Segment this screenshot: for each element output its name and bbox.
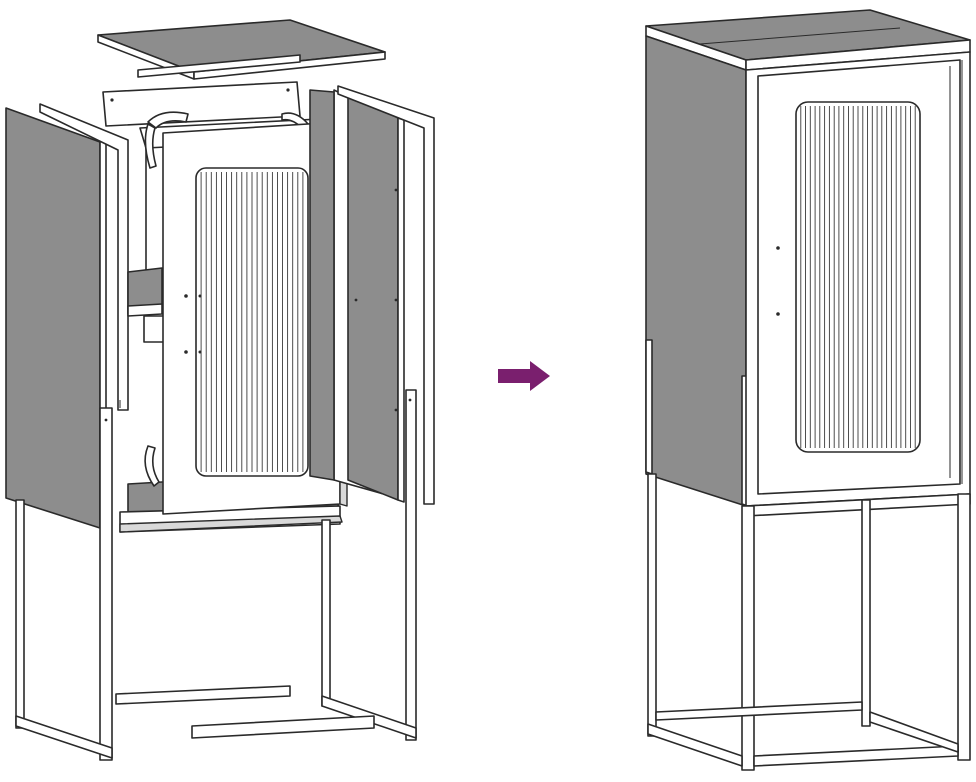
exploded-glass-ribs bbox=[200, 172, 304, 472]
assembly-arrow bbox=[498, 361, 550, 391]
assembled-glass-ribs bbox=[800, 106, 916, 448]
assembled-leg-frame bbox=[647, 473, 971, 771]
assembled-left-side bbox=[645, 35, 749, 507]
assembled-view bbox=[645, 9, 971, 771]
assembled-door bbox=[745, 51, 971, 507]
exploded-top-panel bbox=[97, 19, 386, 80]
exploded-back-panel bbox=[102, 81, 301, 127]
assembled-top bbox=[645, 9, 971, 71]
exploded-view bbox=[5, 19, 435, 761]
exploded-leg-frame bbox=[15, 389, 417, 761]
exploded-right-panel bbox=[309, 85, 435, 505]
